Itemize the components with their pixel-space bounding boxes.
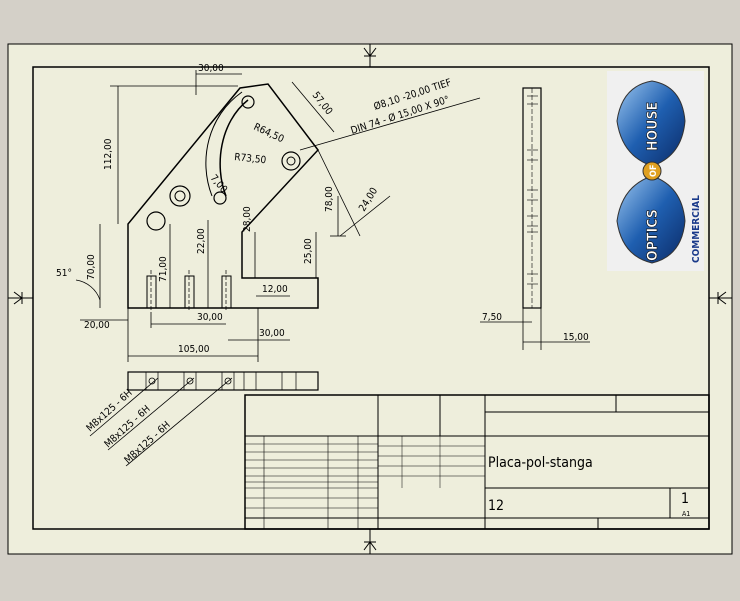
dim-radius-inner: R73,50	[234, 152, 267, 166]
dim-height-hole2: 22,00	[196, 228, 207, 254]
dim-height-left: 70,00	[86, 254, 97, 280]
drawing-number: 12	[488, 498, 504, 514]
dim-left-offset: 20,00	[84, 320, 110, 331]
logo-tagline: COMMERCIAL	[691, 195, 702, 263]
logo-brand-line2: OF	[649, 165, 659, 177]
dim-side-offset: 7,50	[482, 312, 502, 323]
dim-top-width: 30,00	[198, 63, 224, 74]
dim-step-width: 12,00	[262, 284, 288, 295]
dim-height-notch: 28,00	[242, 206, 253, 232]
logo-graphic: HOUSE OF OPTICS COMMERCIAL	[607, 71, 704, 271]
front-view	[127, 83, 319, 312]
dim-height-hole: 71,00	[158, 256, 169, 282]
house-of-optics-logo: HOUSE OF OPTICS COMMERCIAL	[607, 71, 704, 271]
dim-height-step: 25,00	[303, 238, 314, 264]
side-view	[480, 87, 590, 350]
center-marks	[8, 44, 732, 554]
sheet-count: A1	[682, 510, 690, 518]
dim-slot-spacing-1: 30,00	[197, 312, 223, 323]
dim-height-total: 112,00	[103, 138, 114, 170]
dim-slot-spacing-2: 30,00	[259, 328, 285, 339]
dim-base-width: 105,00	[178, 344, 210, 355]
part-name: Placa-pol-stanga	[488, 455, 593, 471]
sheet-number: 1	[681, 491, 689, 507]
logo-brand-line3: OPTICS	[645, 209, 661, 261]
dim-slant-78: 78,00	[324, 186, 335, 212]
bottom-view	[89, 371, 319, 467]
dim-angle: 51°	[56, 268, 72, 279]
dim-side-width: 15,00	[563, 332, 589, 343]
title-block	[244, 394, 710, 530]
dimension-lines	[75, 70, 481, 362]
logo-brand-line1: HOUSE	[645, 102, 661, 151]
